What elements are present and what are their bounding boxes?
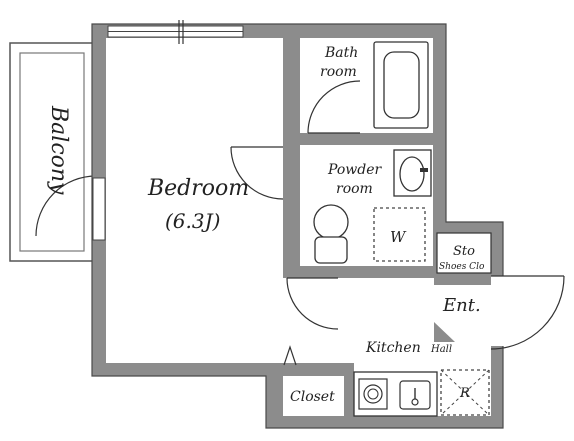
balcony-window	[92, 177, 106, 241]
storage-label: Sto	[453, 244, 475, 259]
refrigerator-space	[440, 369, 490, 416]
kitchen-label: Kitchen	[365, 340, 421, 356]
shoes-closet-label: Shoes Clo	[439, 262, 485, 272]
washer-label: W	[390, 228, 407, 246]
bedroom-label: Bedroom	[147, 176, 249, 201]
closet-label: Closet	[290, 389, 335, 405]
shoe-storage	[436, 232, 492, 274]
bath-label: Bath	[324, 45, 358, 61]
powder-room-label: room	[336, 181, 373, 197]
doors	[230, 80, 565, 366]
bath-room-label: room	[320, 64, 357, 80]
bedroom-window	[107, 20, 244, 44]
entrance-label: Ent.	[442, 295, 481, 316]
balcony	[9, 42, 97, 262]
balcony-label: Balcony	[46, 105, 71, 195]
sink-icon	[393, 149, 432, 197]
bathtub	[373, 41, 429, 129]
refrigerator-label: R	[459, 386, 470, 401]
powder-label: Powder	[327, 162, 383, 178]
washer-space	[373, 207, 426, 262]
kitchen-counter	[353, 371, 438, 417]
hall-label: Hall	[430, 344, 452, 355]
room-interiors	[106, 38, 491, 416]
bedroom-size-label: (6.3J)	[165, 209, 220, 233]
toilet-icon	[313, 204, 349, 264]
